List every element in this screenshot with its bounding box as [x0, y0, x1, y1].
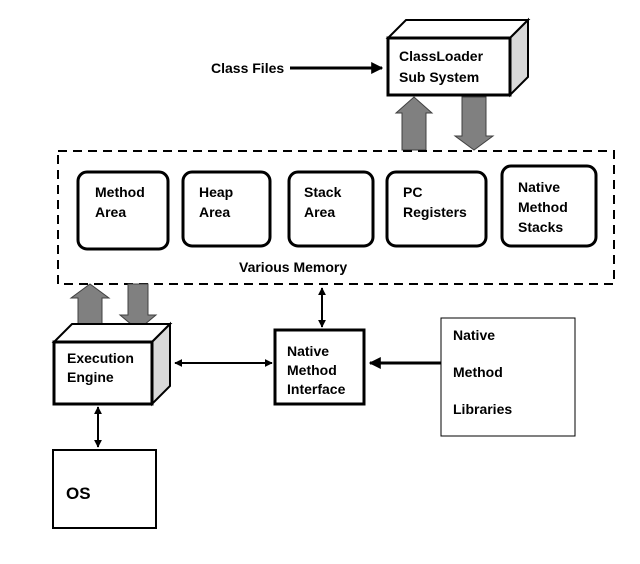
various-memory-label: Various Memory [239, 259, 347, 275]
native-method-stacks-label-line3: Stacks [518, 219, 563, 235]
stack-area-box: Stack Area [287, 170, 375, 248]
native-method-libraries-box: Native Method Libraries [440, 317, 576, 437]
method-area-box: Method Area [76, 170, 170, 251]
native-method-interface-label-line1: Native [287, 343, 329, 359]
classloader-to-memory-block-arrow [453, 96, 495, 151]
execution-engine-label-line1: Execution [67, 350, 134, 366]
method-area-label-line2: Area [95, 204, 126, 220]
native-method-stacks-label-line2: Method [518, 199, 568, 215]
native-method-libraries-label-line3: Libraries [453, 401, 512, 417]
native-method-interface-label-line3: Interface [287, 381, 346, 397]
execution-engine-label-line2: Engine [67, 369, 114, 385]
pc-registers-label-line1: PC [403, 184, 422, 200]
os-label: OS [66, 484, 91, 503]
stack-area-label-line2: Area [304, 204, 335, 220]
classloader-label-line1: ClassLoader [399, 48, 484, 64]
various-memory-region [57, 150, 615, 285]
method-area-label-line1: Method [95, 184, 145, 200]
classloader-subsystem-box: ClassLoader Sub System [385, 17, 531, 98]
native-method-libraries-label-line1: Native [453, 327, 495, 343]
native-method-interface-label-line2: Method [287, 362, 337, 378]
native-method-stacks-box: Native Method Stacks [500, 164, 598, 248]
stack-area-label-line1: Stack [304, 184, 342, 200]
classloader-label-line2: Sub System [399, 69, 479, 85]
memory-to-engine-block-arrow [118, 283, 158, 331]
pc-registers-label-line2: Registers [403, 204, 467, 220]
os-box: OS [52, 449, 157, 529]
native-method-interface-box: Native Method Interface [273, 328, 366, 406]
heap-area-label-line2: Area [199, 204, 230, 220]
execution-engine-box: Execution Engine [51, 321, 173, 407]
native-method-libraries-label-line2: Method [453, 364, 503, 380]
class-files-label: Class Files [211, 60, 284, 76]
memory-to-classloader-block-arrow [394, 96, 434, 151]
pc-registers-box: PC Registers [385, 170, 488, 248]
native-method-stacks-label-line1: Native [518, 179, 560, 195]
heap-area-label-line1: Heap [199, 184, 233, 200]
heap-area-box: Heap Area [181, 170, 272, 248]
